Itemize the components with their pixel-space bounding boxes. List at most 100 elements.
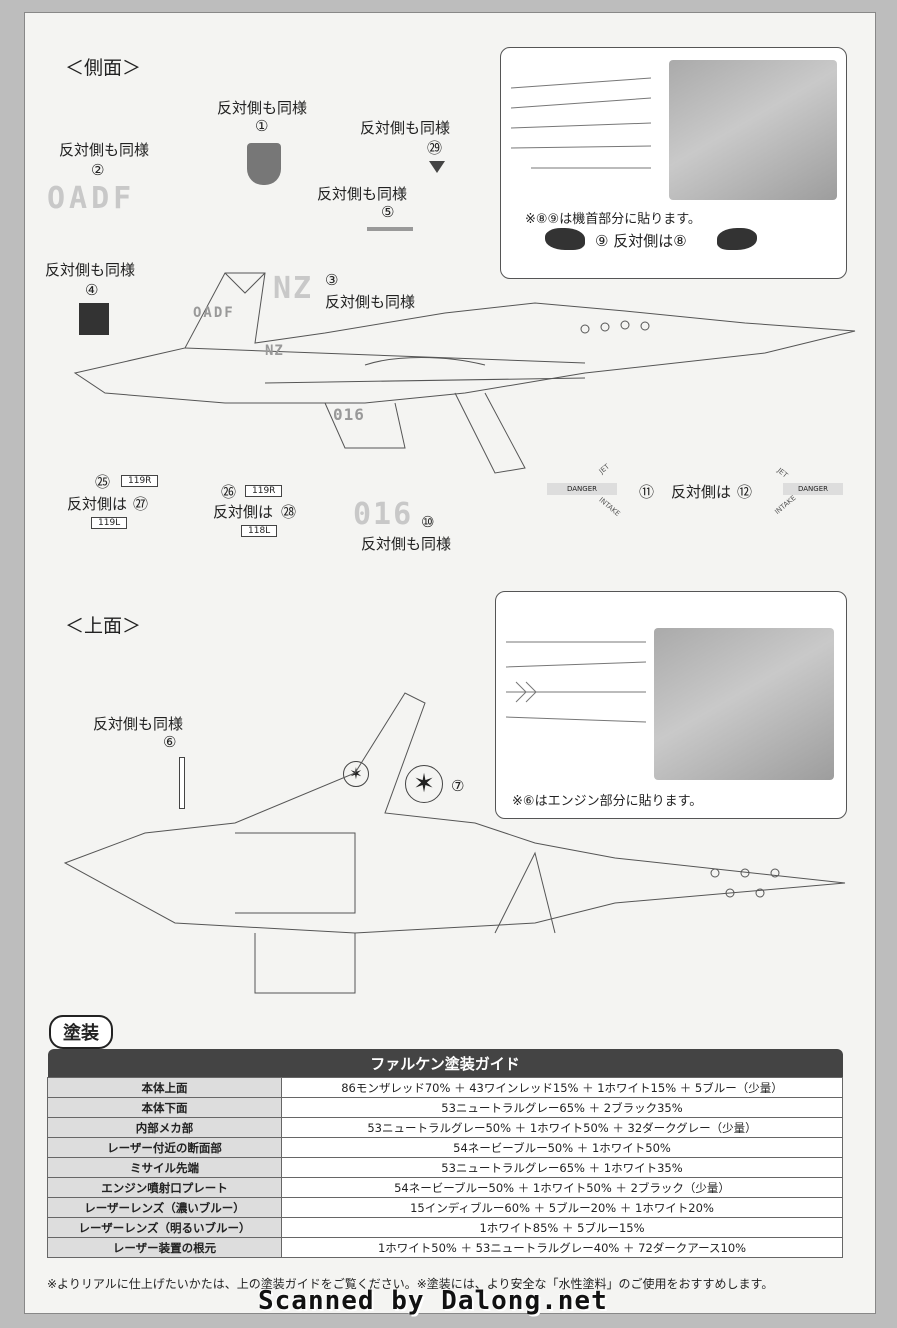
emblem-decal-icon — [247, 143, 281, 185]
note-text: は機首部分に貼ります。 — [559, 212, 701, 227]
callout-2-text: 反対側も同様 — [59, 141, 150, 159]
n016-small-decal: 016 — [333, 405, 365, 424]
n11: ⑪ — [639, 483, 655, 501]
strip-decal-6 — [179, 757, 185, 809]
paint-mix-cell: 54ネービーブルー50% ＋ 1ホワイト50% — [281, 1137, 843, 1158]
n12: ⑫ — [737, 483, 753, 501]
inset-engine-drawing — [506, 641, 646, 723]
note-mark: ※ — [512, 794, 523, 809]
paint-badge: 塗装 — [49, 1015, 113, 1049]
roundel-large-icon: ✶ — [405, 765, 443, 803]
paint-part-cell: ミサイル先端 — [47, 1157, 282, 1178]
oadf-large-decal: OADF — [47, 181, 136, 216]
callout-5-num: ⑤ — [381, 203, 395, 221]
stripe-decal — [367, 227, 413, 231]
paint-part-cell: レーザーレンズ（明るいブルー） — [47, 1217, 282, 1238]
callout-5-text: 反対側も同様 — [317, 185, 408, 203]
callout-4-num: ④ — [85, 281, 99, 299]
paint-mix-cell: 86モンザレッド70% ＋ 43ワインレッド15% ＋ 1ホワイト15% ＋ 5… — [281, 1077, 843, 1098]
paint-mix-cell: 15インディブルー60% ＋ 5ブルー20% ＋ 1ホワイト20% — [281, 1197, 843, 1218]
nz-small-decal: NZ — [265, 343, 284, 359]
side-view-heading: ＜側面＞ — [65, 57, 142, 79]
roundel-small-icon: ✶ — [343, 761, 369, 787]
n10: ⑩ — [421, 513, 435, 531]
paint-part-cell: レーザー装置の根元 — [47, 1237, 282, 1258]
callout-29-num: ㉙ — [427, 139, 443, 157]
dragon-decal-9-icon — [545, 228, 585, 250]
tag-28: 118L — [241, 525, 278, 537]
side-inset-panel: ※⑧⑨は機首部分に貼ります。 ⑨ 反対側は⑧ — [500, 47, 847, 279]
top-inset-note: ※⑥はエンジン部分に貼ります。 — [512, 790, 702, 809]
callout-4-text: 反対側も同様 — [45, 261, 136, 279]
oadf-tail-decal: OADF — [193, 305, 235, 321]
paint-mix-cell: 53ニュートラルグレー50% ＋ 1ホワイト50% ＋ 32ダークグレー（少量） — [281, 1117, 843, 1138]
n26: ㉖ — [221, 483, 237, 501]
callout-1-text: 反対側も同様 — [217, 99, 308, 117]
paint-part-cell: エンジン噴射口プレート — [47, 1177, 282, 1198]
t26: 反対側は — [213, 503, 274, 521]
tag-26: 119R — [245, 485, 283, 497]
tag-27: 119L — [91, 517, 128, 529]
n28: ㉘ — [281, 503, 297, 521]
n27: ㉗ — [133, 495, 149, 513]
dragon-decal-8-icon — [717, 228, 757, 250]
nz-large-decal: NZ — [273, 271, 314, 306]
callout-6-text: 反対側も同様 — [93, 715, 184, 733]
inset-9-num: ⑨ — [595, 232, 609, 250]
callout-3-text: 反対側も同様 — [325, 293, 416, 311]
inset-9-text: 反対側は — [613, 232, 674, 250]
danger-decal-11: DANGER — [547, 483, 617, 495]
top-view-aircraft-drawing — [63, 692, 846, 994]
triangle-decal-icon — [429, 161, 445, 173]
note-num: ⑥ — [522, 794, 535, 809]
top-inset-panel: ※⑥はエンジン部分に貼ります。 — [495, 591, 847, 819]
paint-mix-cell: 1ホワイト85% ＋ 5ブルー15% — [281, 1217, 843, 1238]
scan-watermark: Scanned by Dalong.net — [258, 1286, 608, 1316]
engine-photo — [654, 628, 834, 780]
intake-label-12: INTAKE — [773, 493, 798, 517]
top-view-heading: ＜上面＞ — [65, 615, 142, 637]
paint-part-cell: レーザー付近の断面部 — [47, 1137, 282, 1158]
paint-part-cell: レーザーレンズ（濃いブルー） — [47, 1197, 282, 1218]
paint-part-cell: 本体下面 — [47, 1097, 282, 1118]
callout-29-text: 反対側も同様 — [360, 119, 451, 137]
paint-mix-cell: 1ホワイト50% ＋ 53ニュートラルグレー40% ＋ 72ダークアース10% — [281, 1237, 843, 1258]
tag-25: 119R — [121, 475, 159, 487]
note-mark: ※ — [525, 212, 536, 227]
side-inset-note: ※⑧⑨は機首部分に貼ります。 — [525, 208, 701, 227]
paint-mix-cell: 53ニュートラルグレー65% ＋ 2ブラック35% — [281, 1097, 843, 1118]
nose-photo — [669, 60, 837, 200]
paint-mix-cell: 53ニュートラルグレー65% ＋ 1ホワイト35% — [281, 1157, 843, 1178]
callout-3-num: ③ — [325, 271, 339, 289]
intake-label-11: INTAKE — [597, 495, 622, 519]
t25: 反対側は — [67, 495, 128, 513]
inset-nose-drawing — [511, 77, 651, 169]
t11: 反対側は — [671, 483, 732, 501]
t10: 反対側も同様 — [361, 535, 452, 553]
inset-9-label: ⑨ 反対側は⑧ — [595, 230, 687, 251]
paint-guide-title: ファルケン塗装ガイド — [47, 1049, 843, 1078]
callout-7-num: ⑦ — [451, 777, 465, 795]
n25: ㉕ — [95, 473, 111, 491]
callout-2-num: ② — [91, 161, 105, 179]
paint-row: レーザーレンズ（明るいブルー）1ホワイト85% ＋ 5ブルー15% — [47, 1217, 843, 1238]
paint-part-cell: 本体上面 — [47, 1077, 282, 1098]
paint-row: レーザーレンズ（濃いブルー）15インディブルー60% ＋ 5ブルー20% ＋ 1… — [47, 1197, 843, 1218]
note-nums: ⑧⑨ — [535, 212, 560, 227]
side-view-aircraft-drawing — [73, 272, 856, 474]
paint-footer-note: ※よりリアルに仕上げたいかたは、上の塗装ガイドをご覧ください。※塗装には、より安… — [47, 1277, 774, 1291]
inset-8-num: ⑧ — [673, 232, 687, 250]
n016-large-decal: 016 — [353, 497, 414, 532]
grunder-logo-icon — [79, 303, 109, 335]
callout-1-num: ① — [255, 117, 269, 135]
paint-mix-cell: 54ネービーブルー50% ＋ 1ホワイト50% ＋ 2ブラック（少量） — [281, 1177, 843, 1198]
instruction-sheet: ＜側面＞ 反対側も同様 ① 反対側も同様 ② OADF 反対側も同様 ㉙ 反対側… — [24, 12, 876, 1314]
